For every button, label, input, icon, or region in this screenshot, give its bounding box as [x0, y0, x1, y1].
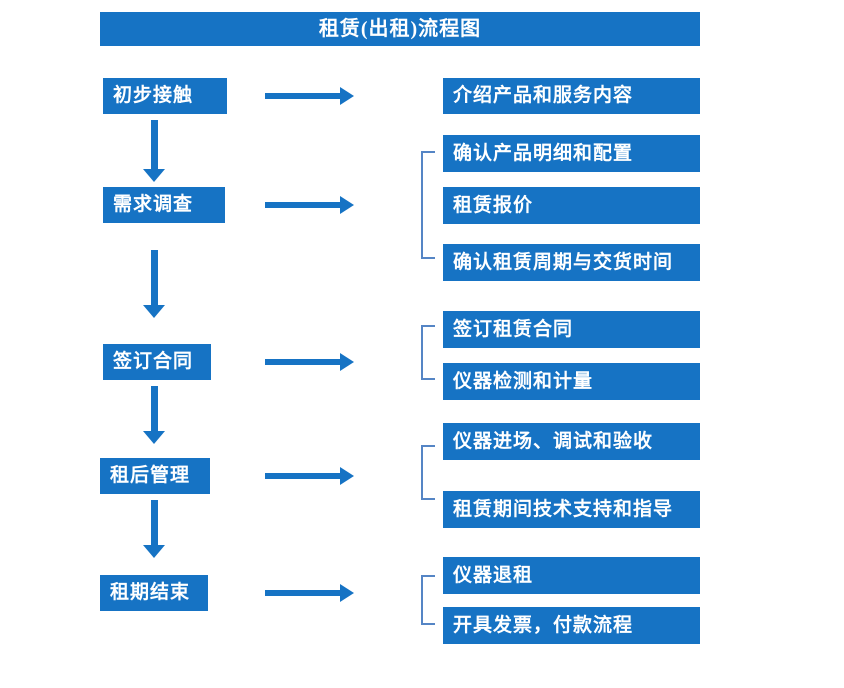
- stage-box-demand-survey: 需求调查: [103, 187, 225, 223]
- output-box: 仪器退租: [443, 557, 700, 594]
- output-box: 仪器进场、调试和验收: [443, 423, 700, 460]
- arrow-head: [143, 545, 165, 558]
- stage-label: 租期结束: [110, 582, 191, 603]
- arrow-head: [340, 87, 354, 105]
- down-arrow-icon: [143, 120, 165, 182]
- arrow-head: [340, 196, 354, 214]
- arrow-head: [143, 431, 165, 444]
- stage-label: 初步接触: [113, 85, 194, 106]
- stage-box-initial-contact: 初步接触: [103, 78, 227, 114]
- output-box: 确认租赁周期与交货时间: [443, 244, 700, 281]
- arrow-head: [143, 305, 165, 318]
- down-arrow-icon: [143, 500, 165, 558]
- right-arrow-icon: [265, 196, 354, 214]
- arrow-head: [340, 584, 354, 602]
- stage-box-rental-end: 租期结束: [100, 575, 208, 611]
- output-label: 仪器退租: [453, 565, 534, 586]
- group-bracket: [421, 575, 435, 625]
- group-bracket: [421, 445, 435, 500]
- page-title: 租赁(出租)流程图: [318, 18, 482, 40]
- output-box: 签订租赁合同: [443, 311, 700, 348]
- output-label: 开具发票，付款流程: [453, 615, 634, 636]
- arrow-shaft: [151, 120, 158, 169]
- output-box: 仪器检测和计量: [443, 363, 700, 400]
- down-arrow-icon: [143, 386, 165, 444]
- arrow-shaft: [151, 500, 158, 545]
- output-label: 租赁报价: [453, 195, 534, 216]
- output-label: 确认产品明细和配置: [453, 143, 634, 164]
- arrow-head: [340, 467, 354, 485]
- stage-label: 签订合同: [113, 351, 194, 372]
- stage-box-post-rental-management: 租后管理: [100, 458, 210, 494]
- arrow-shaft: [265, 202, 341, 208]
- stage-box-sign-contract: 签订合同: [103, 344, 211, 380]
- output-label: 租赁期间技术支持和指导: [453, 499, 674, 520]
- stage-label: 需求调查: [113, 194, 194, 215]
- stage-label: 租后管理: [110, 465, 191, 486]
- right-arrow-icon: [265, 353, 354, 371]
- right-arrow-icon: [265, 584, 354, 602]
- output-box: 租赁报价: [443, 187, 700, 224]
- arrow-head: [340, 353, 354, 371]
- right-arrow-icon: [265, 467, 354, 485]
- output-label: 签订租赁合同: [453, 319, 574, 340]
- output-label: 仪器检测和计量: [453, 371, 594, 392]
- output-label: 仪器进场、调试和验收: [453, 431, 654, 452]
- arrow-shaft: [265, 473, 341, 479]
- output-box: 租赁期间技术支持和指导: [443, 491, 700, 528]
- right-arrow-icon: [265, 87, 354, 105]
- arrow-shaft: [265, 93, 341, 99]
- output-box: 介绍产品和服务内容: [443, 78, 700, 114]
- down-arrow-icon: [143, 250, 165, 318]
- arrow-shaft: [151, 386, 158, 431]
- group-bracket: [421, 151, 435, 259]
- arrow-shaft: [151, 250, 158, 305]
- arrow-shaft: [265, 590, 341, 596]
- output-label: 确认租赁周期与交货时间: [453, 252, 674, 273]
- output-box: 确认产品明细和配置: [443, 135, 700, 172]
- title-bar: 租赁(出租)流程图: [100, 12, 700, 46]
- output-label: 介绍产品和服务内容: [453, 85, 634, 106]
- group-bracket: [421, 325, 435, 380]
- arrow-shaft: [265, 359, 341, 365]
- output-box: 开具发票，付款流程: [443, 607, 700, 644]
- arrow-head: [143, 169, 165, 182]
